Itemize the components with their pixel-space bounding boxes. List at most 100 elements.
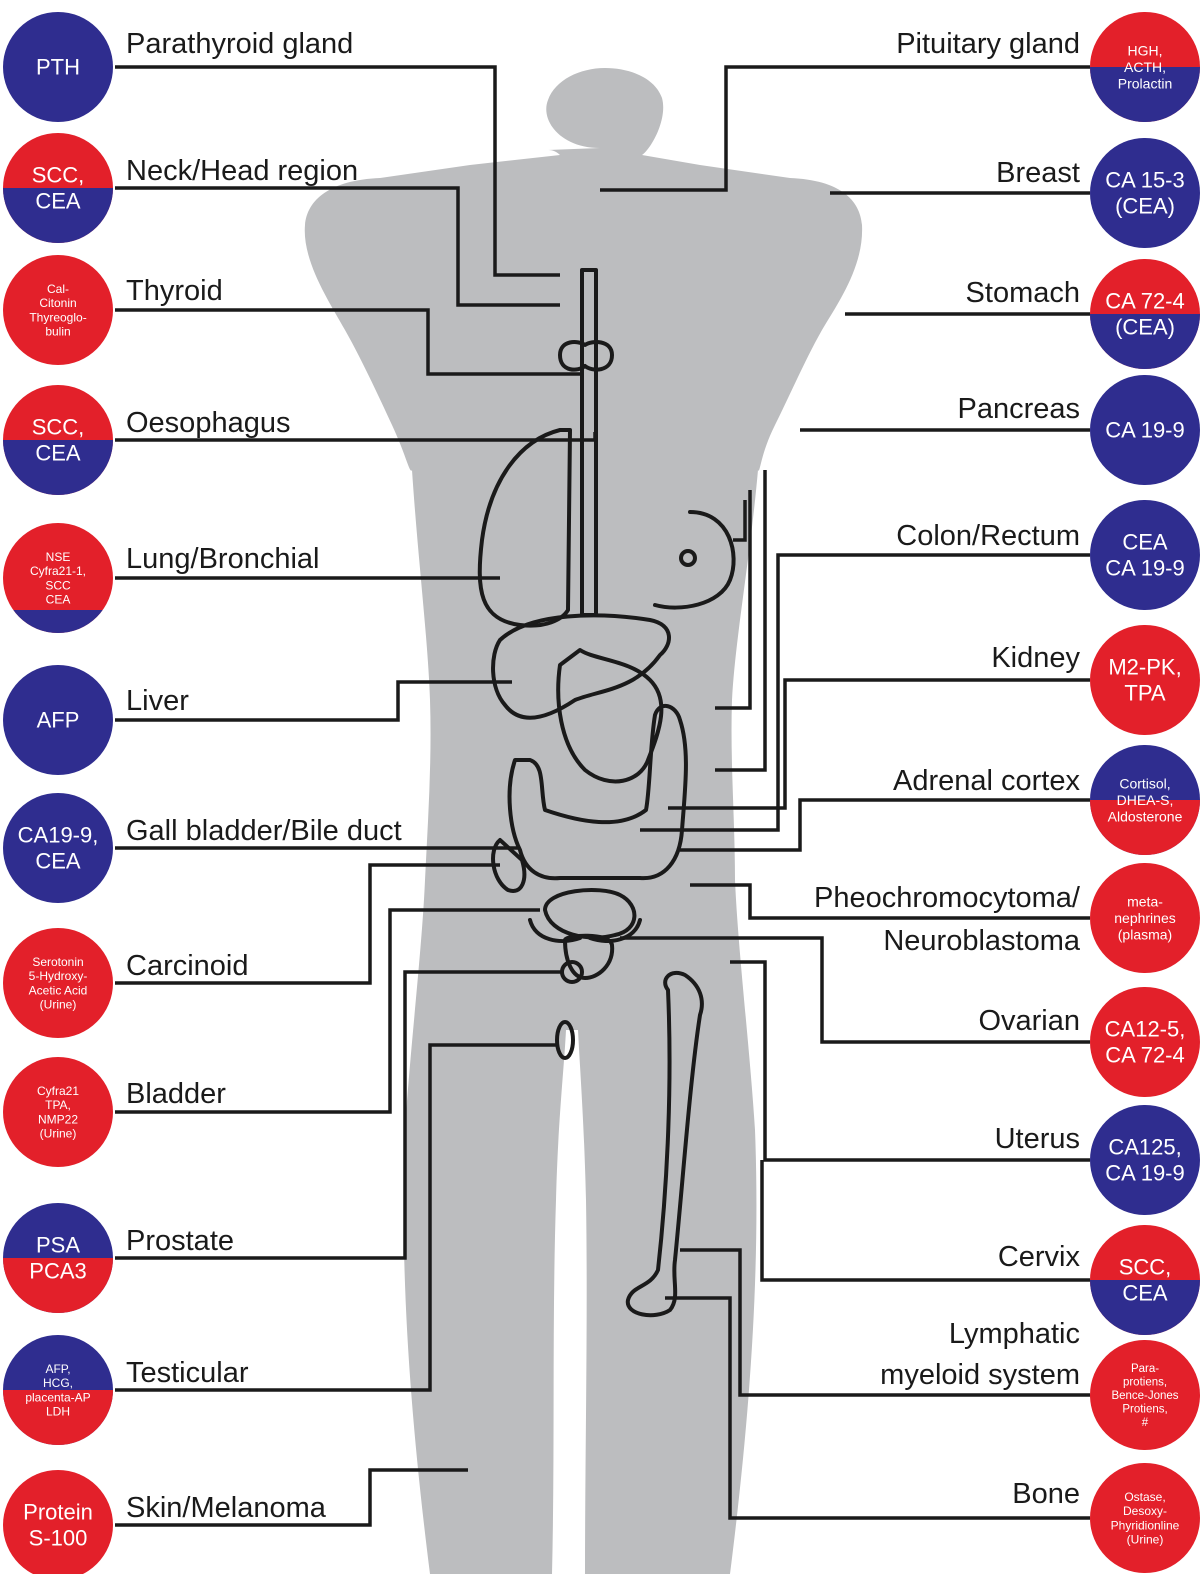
badge-line: CA 72-4 — [1105, 289, 1185, 314]
badge-line: CA19-9, — [18, 823, 99, 848]
badge-line: Cyfra21 — [37, 1084, 79, 1098]
badge-line: CEA — [1122, 1281, 1168, 1306]
badge-line: (CEA) — [1115, 315, 1175, 340]
right-badge-0: HGH,ACTH,Prolactin — [1090, 12, 1200, 122]
badge-line: TPA — [1124, 681, 1165, 706]
badge-line: S-100 — [29, 1526, 88, 1551]
badge-line: nephrines — [1114, 910, 1176, 926]
right-badge-9: CA125,CA 19-9 — [1090, 1105, 1200, 1215]
badge-line: CA 15-3 — [1105, 168, 1185, 193]
badge-line: ACTH, — [1124, 59, 1166, 75]
badge-line: CA 19-9 — [1105, 418, 1185, 443]
left-organ-label: Liver — [126, 685, 189, 717]
left-organ-label: Carcinoid — [126, 950, 249, 982]
right-marker-column: HGH,ACTH,ProlactinPituitary glandCA 15-3… — [814, 12, 1200, 1573]
badge-line: bulin — [45, 324, 70, 338]
badge-line: Desoxy- — [1123, 1504, 1167, 1518]
right-organ-label: Cervix — [998, 1241, 1081, 1273]
right-organ-label: Ovarian — [978, 1005, 1080, 1037]
right-organ-label: Bone — [1012, 1478, 1080, 1510]
badge-line: PCA3 — [29, 1259, 86, 1284]
badge-line: CEA — [35, 441, 81, 466]
left-organ-label: Parathyroid gland — [126, 28, 353, 60]
right-badge-1: CA 15-3(CEA) — [1090, 138, 1200, 248]
badge-line: LDH — [46, 1404, 70, 1418]
right-organ-label: myeloid system — [880, 1359, 1080, 1391]
left-badge-9: PSAPCA3 — [3, 1203, 113, 1313]
badge-line: AFP — [37, 708, 80, 733]
badge-line: PSA — [36, 1233, 80, 1258]
badge-line: SCC, — [32, 415, 85, 440]
left-organ-label: Bladder — [126, 1078, 226, 1110]
badge-line: HGH, — [1128, 42, 1163, 58]
left-organ-label: Gall bladder/Bile duct — [126, 815, 402, 847]
badge-line: M2-PK, — [1108, 655, 1181, 680]
left-organ-label: Oesophagus — [126, 407, 290, 439]
badge-line: (Urine) — [1127, 1532, 1164, 1546]
left-organ-label: Lung/Bronchial — [126, 543, 319, 575]
badge-line: 5-Hydroxy- — [29, 969, 88, 983]
badge-line: Thyreoglo- — [29, 310, 86, 324]
right-badge-6: Cortisol,DHEA-S,Aldosterone — [1090, 745, 1200, 855]
right-badge-8: CA12-5,CA 72-4 — [1090, 987, 1200, 1097]
badge-line: NSE — [46, 550, 71, 564]
left-organ-label: Thyroid — [126, 275, 223, 307]
badge-line: CA 19-9 — [1105, 556, 1185, 581]
badge-line: # — [1142, 1417, 1149, 1429]
right-organ-label: Breast — [996, 157, 1080, 189]
right-badge-2: CA 72-4(CEA) — [1090, 259, 1200, 369]
badge-line: Ostase, — [1124, 1490, 1165, 1504]
badge-line: Cal- — [47, 282, 69, 296]
right-badge-12: Ostase,Desoxy-Phyridionline(Urine) — [1090, 1463, 1200, 1573]
badge-line: NMP22 — [38, 1112, 78, 1126]
left-organ-label: Prostate — [126, 1225, 234, 1257]
right-organ-label: Adrenal cortex — [893, 765, 1080, 797]
badge-line: CA 72-4 — [1105, 1043, 1185, 1068]
badge-line: SCC — [45, 578, 71, 592]
badge-line: CEA — [1122, 530, 1168, 555]
badge-line: Bence-Jones — [1111, 1390, 1178, 1402]
badge-line: Prolactin — [1118, 75, 1172, 91]
right-organ-label: Kidney — [991, 642, 1080, 674]
left-organ-label: Neck/Head region — [126, 155, 358, 187]
badge-line: Para- — [1131, 1363, 1159, 1375]
badge-line: CA 19-9 — [1105, 1161, 1185, 1186]
badge-line: CA12-5, — [1105, 1017, 1186, 1042]
right-badge-3: CA 19-9 — [1090, 375, 1200, 485]
right-badge-7: meta-nephrines(plasma) — [1090, 863, 1200, 973]
badge-line: CA125, — [1108, 1135, 1181, 1160]
right-organ-label: Stomach — [966, 277, 1080, 309]
badge-line: (plasma) — [1118, 926, 1172, 942]
badge-lower-half — [3, 610, 113, 665]
right-organ-label: Pheochromocytoma/ — [814, 882, 1081, 914]
badge-line: HCG, — [43, 1376, 73, 1390]
badge-line: Aldosterone — [1108, 808, 1183, 824]
left-badge-1: SCC,CEA — [3, 133, 113, 243]
badge-line: (CEA) — [1115, 194, 1175, 219]
left-badge-3: SCC,CEA — [3, 385, 113, 495]
right-badge-5: M2-PK,TPA — [1090, 625, 1200, 735]
badge-line: Phyridionline — [1111, 1518, 1180, 1532]
badge-line: SCC, — [32, 163, 85, 188]
right-organ-label: Neuroblastoma — [883, 925, 1081, 957]
badge-line: Cyfra21-1, — [30, 564, 86, 578]
badge-line: Protiens, — [1122, 1404, 1167, 1416]
badge-line: DHEA-S, — [1117, 792, 1174, 808]
right-badge-10: SCC,CEA — [1090, 1225, 1200, 1335]
badge-line: CEA — [46, 592, 71, 606]
badge-line: CEA — [35, 189, 81, 214]
badge-line: CEA — [35, 849, 81, 874]
badge-line: Cortisol, — [1119, 775, 1170, 791]
badge-line: TPA, — [45, 1098, 71, 1112]
right-organ-label: Colon/Rectum — [896, 520, 1080, 552]
badge-line: Acetic Acid — [29, 983, 88, 997]
left-badge-11: ProteinS-100 — [3, 1470, 113, 1574]
badge-line: PTH — [36, 55, 80, 80]
